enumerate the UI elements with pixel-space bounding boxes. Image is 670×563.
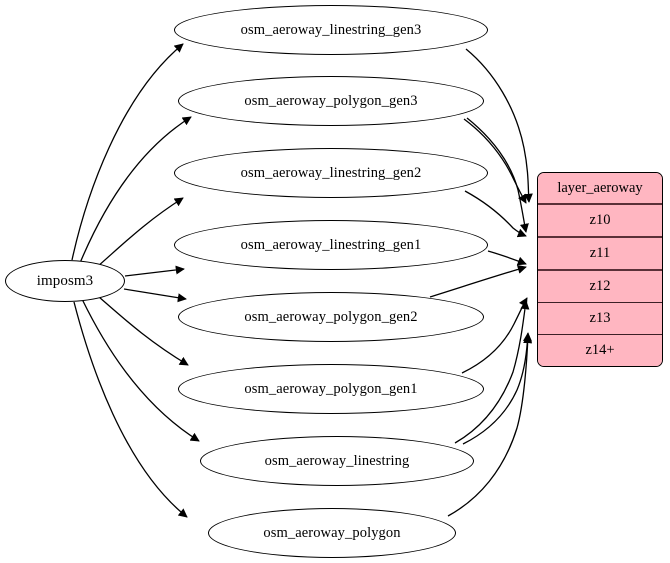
edge-imposm3-to-linestring-gen3 bbox=[71, 43, 184, 261]
node-osm-aeroway-linestring-gen3[interactable]: osm_aeroway_linestring_gen3 bbox=[174, 5, 488, 55]
edge-imposm3-to-linestring bbox=[81, 298, 200, 442]
node-imposm3[interactable]: imposm3 bbox=[5, 260, 125, 302]
node-label: osm_aeroway_polygon_gen2 bbox=[244, 308, 418, 325]
edge-polygon-gen3-to-z11 bbox=[466, 117, 529, 233]
node-osm-aeroway-polygon-gen2[interactable]: osm_aeroway_polygon_gen2 bbox=[178, 292, 484, 342]
edge-linestring-gen3-to-z10 bbox=[465, 48, 533, 203]
layer-row-z12[interactable]: z12 bbox=[538, 271, 662, 303]
layer-row-z11[interactable]: z11 bbox=[538, 238, 662, 271]
node-layer-aeroway[interactable]: layer_aeroway z10 z11 z12 z13 z14+ bbox=[537, 172, 663, 367]
node-label: osm_aeroway_polygon_gen3 bbox=[244, 92, 418, 109]
node-label: osm_aeroway_linestring_gen1 bbox=[240, 236, 422, 253]
node-osm-aeroway-linestring-gen1[interactable]: osm_aeroway_linestring_gen1 bbox=[174, 220, 488, 270]
edge-polygon-to-z14 bbox=[447, 334, 533, 517]
node-label: osm_aeroway_linestring_gen3 bbox=[240, 21, 422, 38]
node-osm-aeroway-linestring[interactable]: osm_aeroway_linestring bbox=[200, 436, 474, 486]
edge-polygon-gen2-to-z12 bbox=[429, 264, 527, 298]
edge-linestring-gen2-to-z11 bbox=[464, 190, 527, 238]
edge-imposm3-to-polygon-gen1 bbox=[98, 296, 189, 366]
edges-from-root bbox=[71, 43, 200, 518]
node-osm-aeroway-polygon-gen1[interactable]: osm_aeroway_polygon_gen1 bbox=[178, 364, 484, 414]
edge-linestring-to-z14 bbox=[462, 332, 533, 445]
edge-linestring-to-z13 bbox=[454, 300, 530, 444]
edge-linestring-gen1-to-z12 bbox=[487, 250, 527, 266]
edge-imposm3-to-polygon-gen3 bbox=[79, 116, 192, 264]
node-label: osm_aeroway_linestring bbox=[264, 452, 410, 469]
node-label: osm_aeroway_linestring_gen2 bbox=[240, 164, 422, 181]
layer-row-z10[interactable]: z10 bbox=[538, 205, 662, 238]
layer-aeroway-header: layer_aeroway bbox=[538, 173, 662, 205]
node-osm-aeroway-linestring-gen2[interactable]: osm_aeroway_linestring_gen2 bbox=[174, 148, 488, 198]
edge-imposm3-to-linestring-gen2 bbox=[96, 197, 184, 268]
edge-polygon-gen3-to-z10 bbox=[463, 118, 527, 204]
layer-row-z14-plus[interactable]: z14+ bbox=[538, 335, 662, 366]
edge-imposm3-to-polygon bbox=[73, 301, 188, 518]
edge-imposm3-to-linestring-gen1 bbox=[124, 265, 185, 277]
layer-row-z13[interactable]: z13 bbox=[538, 303, 662, 335]
edge-imposm3-to-polygon-gen2 bbox=[123, 288, 187, 303]
edges-to-layer bbox=[429, 48, 533, 517]
node-label: imposm3 bbox=[36, 272, 94, 289]
node-label: osm_aeroway_polygon_gen1 bbox=[244, 380, 418, 397]
node-osm-aeroway-polygon-gen3[interactable]: osm_aeroway_polygon_gen3 bbox=[178, 76, 484, 126]
node-label: osm_aeroway_polygon bbox=[263, 524, 401, 541]
node-osm-aeroway-polygon[interactable]: osm_aeroway_polygon bbox=[208, 508, 456, 558]
